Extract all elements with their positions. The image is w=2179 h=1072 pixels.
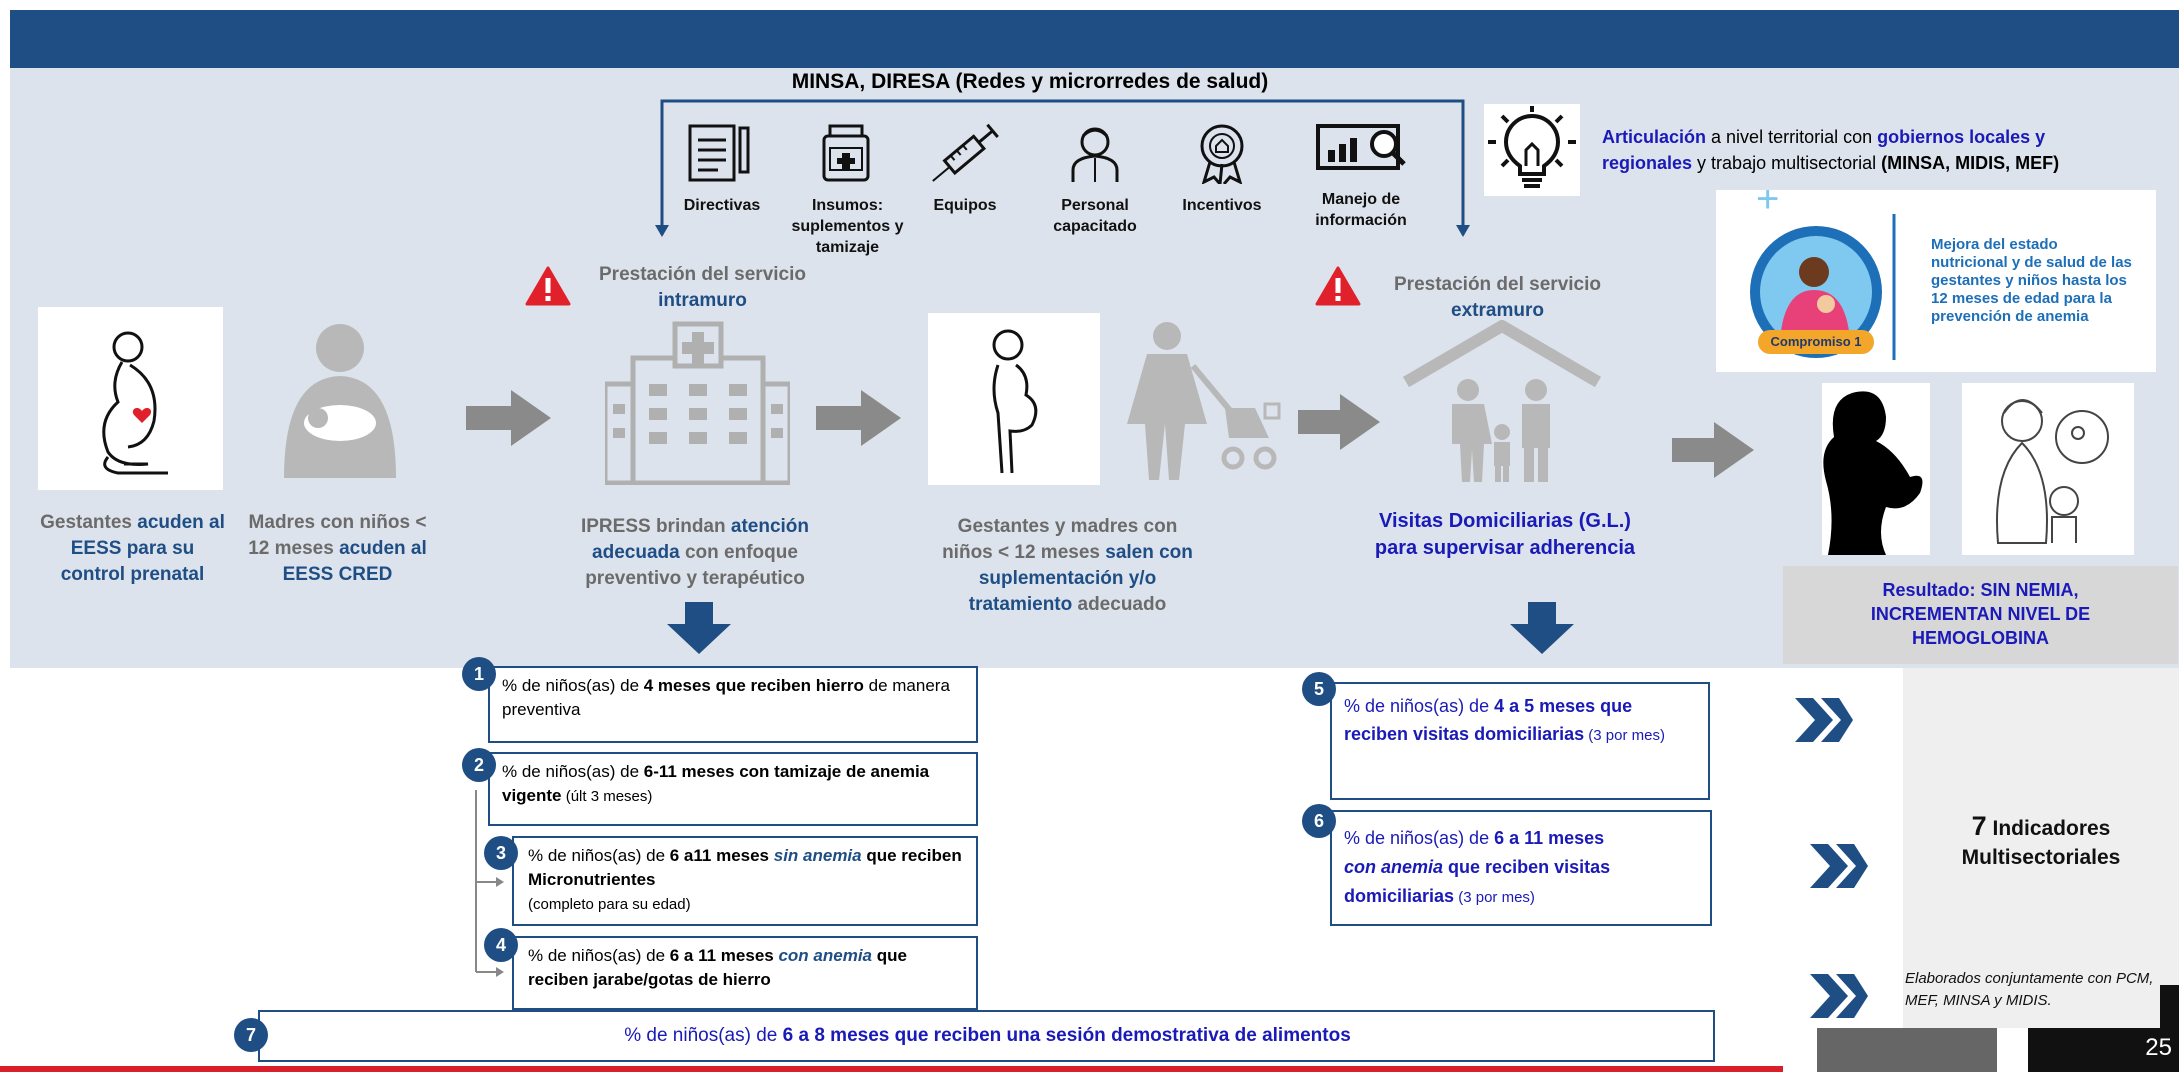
lightbulb-box <box>1484 104 1580 196</box>
footer-gray-block <box>1817 1028 1997 1072</box>
lightbulb-icon <box>1488 106 1576 188</box>
resultado-box: Resultado: SIN NEMIA, INCREMENTAN NIVEL … <box>1783 566 2178 664</box>
footer-corner-mark <box>2160 985 2179 1028</box>
compromiso-card: + Compromiso 1 Mejora del estado nutrici… <box>1716 190 2156 372</box>
arrow-right <box>1672 422 1754 478</box>
resource-label: Incentivos <box>1182 197 1262 214</box>
hospital-icon <box>605 321 790 485</box>
resource-equipos: Equipos <box>915 122 1015 216</box>
award-icon <box>1200 124 1244 188</box>
summary-label: 7 Indicadores Multisectoriales <box>1961 811 2121 870</box>
indicator-number: 2 <box>462 748 496 782</box>
svg-text:+: + <box>1756 190 1779 221</box>
connector-lines <box>475 790 504 977</box>
mother-child-drawing <box>1962 383 2134 555</box>
medicine-jar-icon <box>822 124 870 182</box>
compromiso-illustration: + <box>1750 190 1896 360</box>
indicator-number: 5 <box>1302 672 1336 706</box>
resource-label: Equipos <box>933 197 997 214</box>
caption-gestantes: Gestantes acuden al EESS para su control… <box>40 512 225 585</box>
resource-incentivos: Incentivos <box>1172 122 1272 216</box>
indicator-card: % de niños(as) de 6-11 meses con tamizaj… <box>488 752 978 826</box>
data-screen-icon <box>1316 124 1406 170</box>
warning-icon <box>1315 266 1361 306</box>
caption-ipress: IPRESS brindan atención adecuada con enf… <box>580 516 810 589</box>
indicator-number: 1 <box>462 657 496 691</box>
double-chevron-icon <box>1810 974 1868 1018</box>
top-bracket-label: MINSA, DIRESA (Redes y microrredes de sa… <box>791 70 1269 93</box>
top-bracket <box>655 99 1470 237</box>
header-bar <box>10 10 2179 68</box>
footer-red-line <box>0 1066 1783 1072</box>
syringe-icon <box>932 123 999 182</box>
resultado-text: Resultado: SIN NEMIA, INCREMENTAN NIVEL … <box>1870 580 2091 648</box>
indicator-number: 3 <box>484 836 518 870</box>
summary-note: Elaborados conjuntamente con PCM, MEF, M… <box>1905 970 2154 1009</box>
intramuro-title: Prestación del servicio intramuro <box>599 264 806 311</box>
indicator-card: % de niños(as) de 6 a 11 meses con anemi… <box>512 936 978 1010</box>
caption-madres: Madres con niños < 12 meses acuden al EE… <box>248 512 427 585</box>
mother-child-silhouette <box>1822 383 1930 555</box>
indicator-card: % de niños(as) de 6 a11 meses sin anemia… <box>512 836 978 926</box>
doctor-icon <box>1071 127 1119 182</box>
resource-label: Manejo de información <box>1315 191 1407 229</box>
indicator-number: 6 <box>1302 804 1336 838</box>
indicator-card: % de niños(as) de 4 a 5 meses que recibe… <box>1330 682 1710 800</box>
compromiso-text: Mejora del estado nutricional y de salud… <box>1931 236 2132 325</box>
articulation-text: Articulación a nivel territorial con gob… <box>1602 127 2060 173</box>
compromiso-badge: Compromiso 1 <box>1758 330 1874 354</box>
pregnant-woman-image <box>38 307 223 490</box>
double-chevron-icon <box>1795 698 1853 742</box>
arrow-right <box>816 390 901 446</box>
caption-visitas: Visitas Domiciliarias (G.L.) para superv… <box>1374 510 1636 559</box>
arrow-down <box>667 602 731 654</box>
indicator-number: 4 <box>484 928 518 962</box>
arrow-right <box>466 390 551 446</box>
double-chevron-icon <box>1810 844 1868 888</box>
indicator-card: % de niños(as) de 6 a 8 meses que recibe… <box>258 1010 1715 1062</box>
family-home-icon <box>1402 320 1602 482</box>
page-number: 25 <box>2145 1034 2172 1061</box>
indicator-number: 7 <box>234 1018 268 1052</box>
resource-personal: Personal capacitado <box>1045 122 1145 237</box>
resource-insumos: Insumos: suplementos y tamizaje <box>790 122 905 258</box>
extramuro-title: Prestación del servicio extramuro <box>1394 274 1601 321</box>
caption-suplementacion: Gestantes y madres con niños < 12 meses … <box>942 516 1193 615</box>
pregnant-silhouette-image <box>928 313 1100 485</box>
resource-label: Personal capacitado <box>1053 197 1137 235</box>
arrow-right <box>1298 394 1380 450</box>
resource-informacion: Manejo de información <box>1300 122 1422 231</box>
warning-icon <box>525 266 571 306</box>
resource-directivas: Directivas <box>672 122 772 216</box>
mother-stroller-icon <box>1127 322 1281 480</box>
document-icon <box>688 124 750 182</box>
mother-baby-icon <box>284 324 396 478</box>
arrow-down <box>1510 602 1574 654</box>
resource-label: Directivas <box>683 197 761 214</box>
resource-label: Insumos: suplementos y tamizaje <box>791 197 904 256</box>
indicator-card: % de niños(as) de 4 meses que reciben hi… <box>488 666 978 743</box>
summary-panel <box>1903 668 2179 1028</box>
footer-dark-block <box>2028 1028 2179 1072</box>
